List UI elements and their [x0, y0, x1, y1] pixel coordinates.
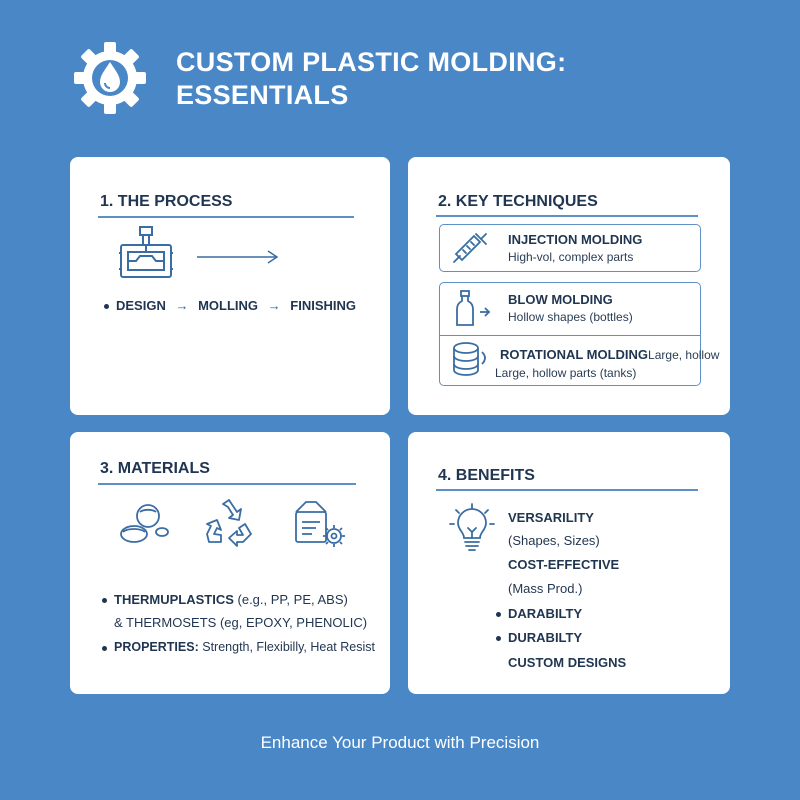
process-card: 1. THE PROCESS DESIGN → MOLLING → FINISH…	[70, 157, 390, 415]
benefit-cost-effective: COST-EFFECTIVE	[508, 557, 620, 572]
bottle-icon	[454, 289, 494, 329]
blow-molding-desc: Hollow shapes (bottles)	[508, 310, 633, 324]
durabilty-bullet	[496, 636, 501, 641]
benefit-darabilty: DARABILTY	[508, 606, 583, 621]
properties-line: PROPERTIES: Strength, Flexibilly, Heat R…	[114, 640, 375, 654]
syringe-icon	[448, 230, 490, 266]
properties-bullet	[102, 646, 107, 651]
injection-molding-box: INJECTION MOLDING High-vol, complex part…	[439, 224, 701, 272]
techniques-card: 2. KEY TECHNIQUES INJECTION MOLDING High…	[408, 157, 730, 415]
process-title: 1. THE PROCESS	[100, 193, 233, 210]
benefit-custom-designs: CUSTOM DESIGNS	[508, 655, 627, 670]
techniques-underline	[436, 215, 698, 217]
materials-title: 3. MATERIALS	[100, 460, 210, 477]
tank-icon	[450, 340, 494, 378]
thermoplastics-line: THERMUPLASTICS (e.g., PP, PE, ABS)	[114, 592, 348, 607]
rotational-molding-name: ROTATIONAL MOLDINGLarge, hollow	[500, 347, 719, 362]
thermoplastics-examples: (e.g., PP, PE, ABS)	[237, 592, 348, 607]
material-settings-icon	[290, 498, 350, 550]
injection-molding-desc: High-vol, complex parts	[508, 250, 634, 264]
benefits-underline	[436, 489, 698, 491]
step-arrow-2: →	[267, 298, 281, 313]
process-underline	[98, 216, 354, 218]
technique-divider	[440, 335, 700, 336]
darabilty-bullet	[496, 612, 501, 617]
page-title: CUSTOM PLASTIC MOLDING: ESSENTIALS	[176, 46, 566, 112]
thermoplastics-bullet	[102, 598, 107, 603]
process-steps: DESIGN → MOLLING → FINISHING	[116, 298, 356, 313]
step-arrow-1: →	[175, 298, 189, 313]
header: CUSTOM PLASTIC MOLDING: ESSENTIALS	[72, 40, 772, 120]
footer-tagline: Enhance Your Product with Precision	[260, 733, 540, 752]
properties-values: Strength, Flexibilly, Heat Resist	[202, 640, 375, 654]
process-flow-arrow	[196, 249, 280, 265]
benefit-versatility-detail: (Shapes, Sizes)	[508, 533, 600, 548]
gear-droplet-icon	[72, 40, 148, 116]
blow-molding-name: BLOW MOLDING	[508, 292, 613, 307]
injection-molding-name: INJECTION MOLDING	[508, 232, 643, 247]
thermosets-line: & THERMOSETS (eg, EPOXY, PHENOLIC)	[114, 615, 368, 630]
lightbulb-icon	[448, 502, 496, 554]
benefit-durabilty: DURABILTY	[508, 630, 583, 645]
benefit-versatility: VERSARILITY	[508, 510, 594, 525]
title-line-2: ESSENTIALS	[176, 80, 349, 110]
mold-machine-icon	[118, 225, 174, 283]
techniques-title: 2. KEY TECHNIQUES	[438, 193, 598, 210]
pellets-icon	[118, 502, 170, 548]
step-design: DESIGN	[116, 298, 166, 313]
benefits-title: 4. BENEFITS	[438, 467, 535, 484]
process-bullet	[104, 304, 109, 309]
recycle-icon	[203, 498, 255, 548]
rotational-molding-extra: Large, hollow	[648, 348, 720, 362]
benefits-card: 4. BENEFITS VERSARILITY (Shapes, Sizes) …	[408, 432, 730, 694]
rotational-molding-desc: Large, hollow parts (tanks)	[495, 366, 637, 380]
thermoplastics-label: THERMUPLASTICS	[114, 592, 234, 607]
properties-label: PROPERTIES:	[114, 640, 199, 654]
step-molling: MOLLING	[198, 298, 259, 313]
materials-underline	[98, 483, 356, 485]
title-line-1: CUSTOM PLASTIC MOLDING:	[176, 47, 567, 77]
step-finishing: FINISHING	[290, 298, 357, 313]
rotational-molding-label: ROTATIONAL MOLDING	[500, 347, 649, 362]
benefit-cost-detail: (Mass Prod.)	[508, 581, 583, 596]
materials-card: 3. MATERIALS	[70, 432, 390, 694]
blow-rotational-box: BLOW MOLDING Hollow shapes (bottles) ROT…	[439, 282, 719, 386]
